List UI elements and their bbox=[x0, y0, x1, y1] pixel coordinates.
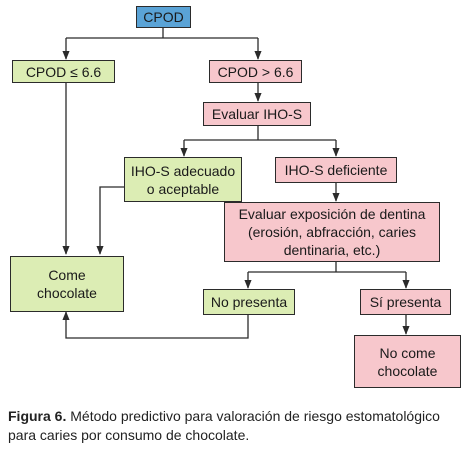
node-cpod-high: CPOD > 6.6 bbox=[209, 60, 302, 83]
node-present: Sí presenta bbox=[360, 289, 451, 315]
node-no-chocolate: No come chocolate bbox=[354, 335, 461, 388]
node-evaluate-ihos: Evaluar IHO-S bbox=[203, 102, 311, 126]
node-cpod-low: CPOD ≤ 6.6 bbox=[12, 60, 115, 83]
node-ihos-adequate: IHO-S adecuado o aceptable bbox=[124, 157, 242, 202]
caption-text: Método predictivo para valoración de rie… bbox=[8, 408, 440, 443]
node-eats-chocolate: Come chocolate bbox=[10, 256, 124, 312]
caption-label: Figura 6. bbox=[8, 408, 67, 424]
node-evaluate-dentin: Evaluar exposición de dentina (erosión, … bbox=[224, 202, 440, 262]
node-not-present: No presenta bbox=[203, 289, 295, 315]
figure-caption: Figura 6. Método predictivo para valorac… bbox=[8, 407, 464, 445]
node-cpod: CPOD bbox=[136, 6, 191, 28]
node-ihos-deficient: IHO-S deficiente bbox=[275, 157, 397, 183]
